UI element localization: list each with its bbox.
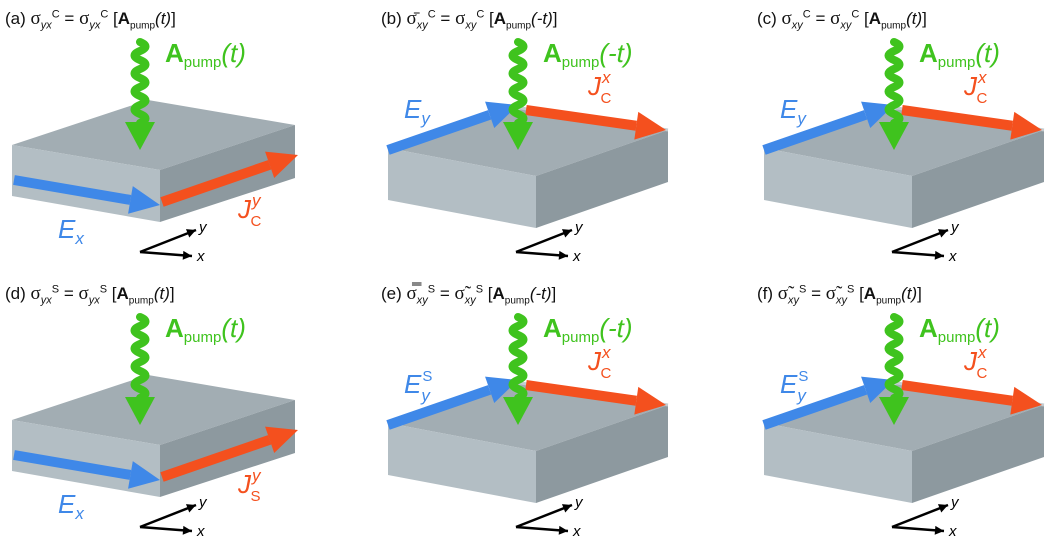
x-axis-label: x [196,248,205,265]
slab-top-face [12,375,295,445]
pump-label: Apump(t) [919,313,1000,346]
y-axis-arrow [515,228,573,254]
y-axis-arrow [891,228,949,254]
slab-front-face [388,148,536,228]
panel-caption: (b) σ̄xyC = σxyC [Apump(-t)] [381,8,558,32]
slab-front-face [764,423,912,503]
y-axis-label: y [950,494,960,511]
pump-label: Apump(-t) [543,313,633,346]
pump-label: Apump(t) [165,38,246,71]
slab-side-face [536,405,668,503]
x-axis-arrow [891,525,945,535]
x-axis-arrow [139,250,193,260]
y-axis-label: y [198,219,208,236]
pump-wave-arrow [879,313,909,425]
slab-front-face [388,423,536,503]
y-axis-label: y [950,219,960,236]
slab-side-face [160,400,295,497]
panel-caption: (f) σ̃xyS = σ̃xyS [Apump(t)] [757,283,922,307]
current-arrow [160,426,298,482]
coordinate-axes [515,503,573,535]
y-axis-arrow [139,228,197,254]
pump-label: Apump(-t) [543,38,633,71]
e-field-label: Ex [58,489,84,523]
panel-e: (e) σ̿xyS = σ̃xyS [Apump(-t)] Apump(-t) ES… [376,275,746,550]
x-axis-arrow [515,525,569,535]
slab-side-face [912,405,1044,503]
pump-wave-arrow [503,38,533,150]
y-axis-label: y [574,494,584,511]
current-arrow [901,380,1042,415]
current-arrow [160,151,298,207]
x-axis-arrow [515,250,569,260]
slab-front-face [764,148,912,228]
y-axis-label: y [198,494,208,511]
current-arrow [525,380,666,415]
y-axis-arrow [891,503,949,529]
x-axis-label: x [948,248,957,265]
pump-label: Apump(t) [165,313,246,346]
e-field-label: Ey [780,94,807,128]
panel-caption: (e) σ̿xyS = σ̃xyS [Apump(-t)] [381,283,557,307]
x-axis-arrow [891,250,945,260]
panel-b: (b) σ̄xyC = σxyC [Apump(-t)] Apump(-t) Ey J… [376,0,746,275]
panel-caption: (d) σyxS = σyxS [Apump(t)] [5,283,175,307]
coordinate-axes [891,228,949,260]
pump-wave-arrow [879,38,909,150]
slab-top-face [12,100,295,170]
pump-wave-arrow [125,38,155,150]
slab-side-face [536,130,668,228]
panel-caption: (c) σxyC = σxyC [Apump(t)] [757,8,927,32]
pump-wave-arrow [503,313,533,425]
coordinate-axes [139,503,197,535]
sample-slab [12,100,295,222]
current-arrow [525,105,666,140]
pump-label: Apump(t) [919,38,1000,71]
x-axis-label: x [572,248,581,265]
x-axis-label: x [572,523,581,540]
electric-field-arrow [13,450,160,489]
coordinate-axes [891,503,949,535]
slab-side-face [912,130,1044,228]
e-field-label: Ey [404,94,431,128]
y-axis-arrow [515,503,573,529]
coordinate-axes [515,228,573,260]
panel-caption: (a) σyxC = σyxC [Apump(t)] [5,8,176,32]
y-axis-arrow [139,503,197,529]
pump-wave-arrow [125,313,155,425]
x-axis-arrow [139,525,193,535]
coordinate-axes [139,228,197,260]
slab-side-face [160,125,295,222]
y-axis-label: y [574,219,584,236]
x-axis-label: x [948,523,957,540]
e-field-label: Ex [58,214,84,248]
current-arrow [901,105,1042,140]
x-axis-label: x [196,523,205,540]
electric-field-arrow [13,175,160,214]
